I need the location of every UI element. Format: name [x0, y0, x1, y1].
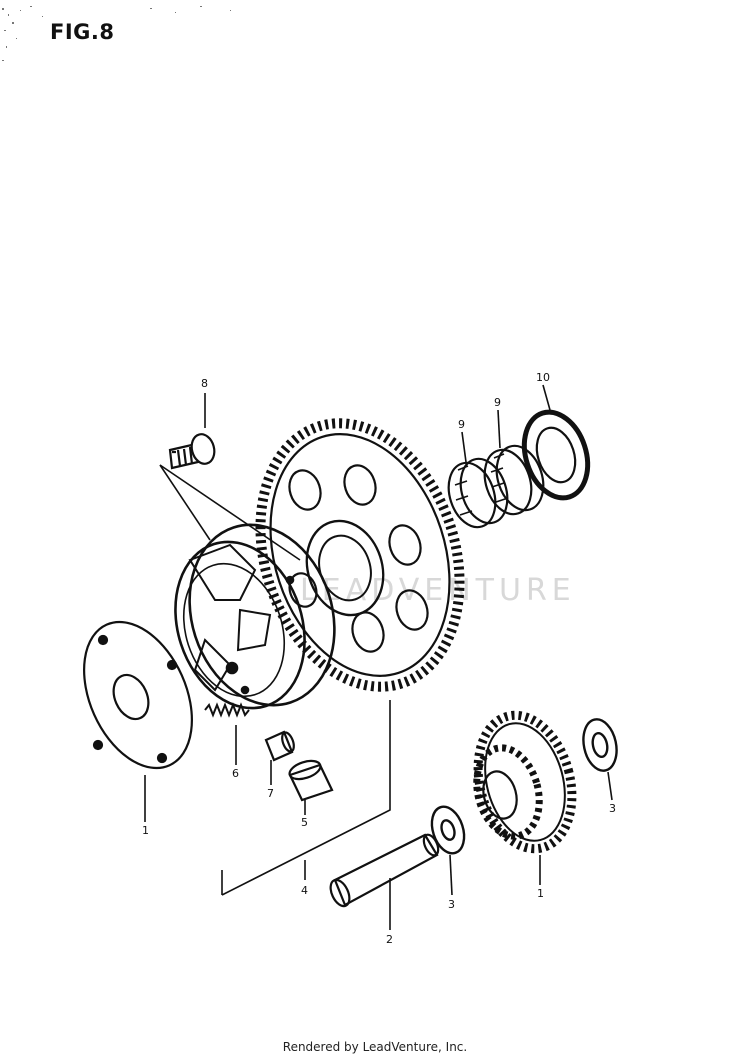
- callout-7: 7: [267, 787, 274, 800]
- clutch-housing: [174, 523, 336, 710]
- callout-8: 8: [201, 377, 208, 390]
- watermark-text: LEADVENTURE: [300, 573, 576, 608]
- bolt: [168, 433, 216, 470]
- footer-credit: Rendered by LeadVenture, Inc.: [282, 1040, 468, 1054]
- callout-9-right: 9: [494, 396, 501, 409]
- callout-6: 6: [232, 767, 239, 780]
- idler-shaft: [329, 833, 440, 908]
- callout-4: 4: [301, 884, 308, 897]
- callout-labels: 8 9 9 10 1 6 7 5 4 2 3 1 3: [142, 371, 616, 946]
- spring: [204, 702, 250, 718]
- figure-title: FIG.8: [50, 20, 115, 44]
- idler-gear: [473, 710, 577, 854]
- leader-lines: [144, 384, 613, 930]
- needle-bearing-inner: [447, 457, 509, 529]
- cap: [288, 759, 334, 802]
- callout-1-right: 1: [537, 887, 544, 900]
- callout-9-left: 9: [458, 418, 465, 431]
- washer-right: [582, 718, 618, 772]
- callout-3-right: 3: [609, 802, 616, 815]
- scan-speckle: [2, 6, 231, 61]
- thrust-washer: [521, 409, 591, 501]
- callout-3-middle: 3: [448, 898, 455, 911]
- thrust-plate: [83, 620, 193, 770]
- needle-bearing-outer: [483, 444, 545, 516]
- roller: [264, 730, 295, 762]
- washer-middle: [430, 805, 466, 855]
- callout-1-left: 1: [142, 824, 149, 837]
- callout-5: 5: [301, 816, 308, 829]
- starter-driven-gear: [255, 418, 465, 692]
- callout-2: 2: [386, 933, 393, 946]
- callout-10: 10: [536, 371, 550, 384]
